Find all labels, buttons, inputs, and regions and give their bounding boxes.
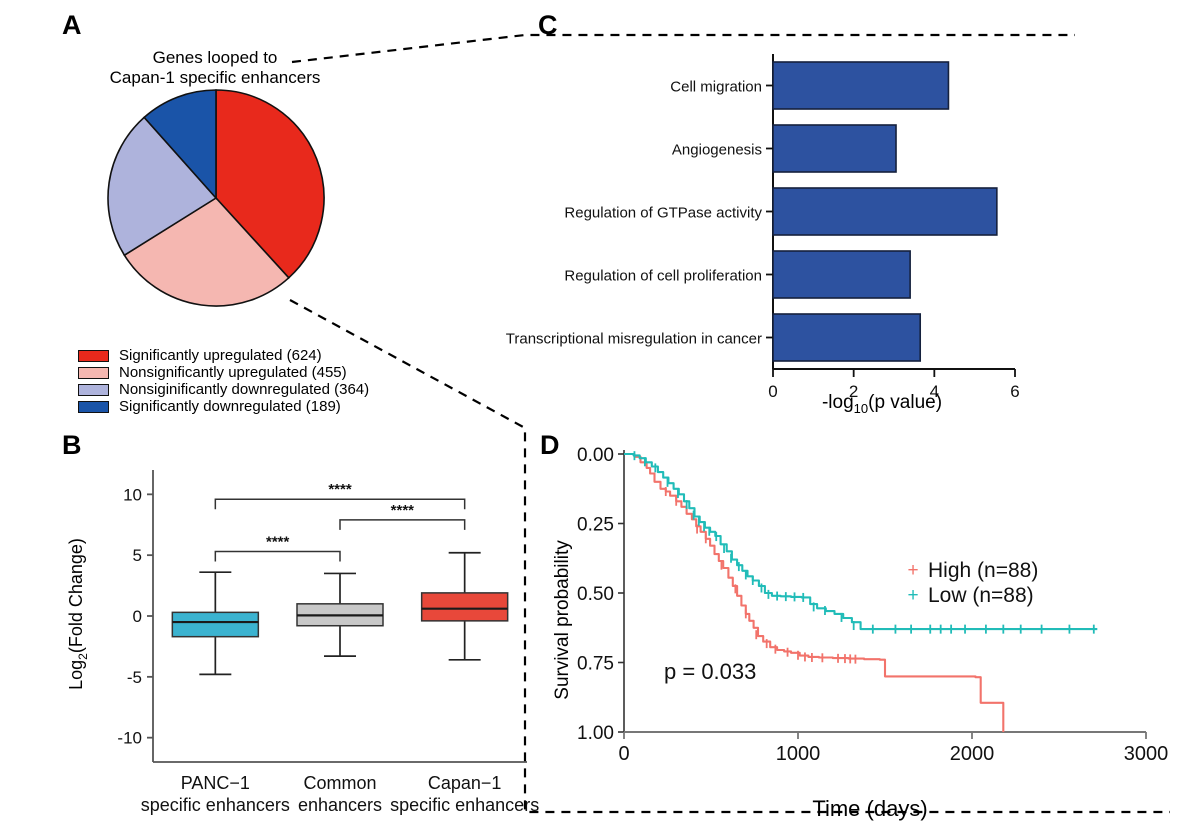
panel-b-y-tick-label: -10 <box>117 729 142 748</box>
panel-b-y-tick-label: -5 <box>127 668 142 687</box>
significance-label: **** <box>328 481 352 498</box>
panel-c-x-tick-label: 4 <box>930 382 939 401</box>
significance-bracket <box>214 498 466 510</box>
legend-label: Significantly downregulated (189) <box>119 398 341 415</box>
panel-c-category-label: Angiogenesis <box>672 142 762 159</box>
panel-c-bar <box>772 250 911 299</box>
panel-a-pie-chart <box>107 89 325 307</box>
legend-swatch <box>78 366 109 379</box>
pie-slice <box>123 196 290 307</box>
km-legend-marker: + <box>907 584 919 606</box>
panel-b-ylabel: Log2(Fold Change) <box>66 538 90 690</box>
panel-c-category-label: Transcriptional misregulation in cancer <box>506 331 762 348</box>
panel-c-bar <box>772 124 897 173</box>
panel-d-legend: + High (n=88) + Low (n=88) <box>905 558 1038 608</box>
panel-d-y-tick-label: 0.75 <box>577 654 614 675</box>
panel-d-x-tick-label: 3000 <box>1124 743 1169 765</box>
connector-to-panel-d <box>289 299 1170 814</box>
panel-letter-d: D <box>540 430 560 460</box>
panel-c-bar <box>772 187 998 236</box>
panel-c-xlabel-pre: -log <box>821 392 854 413</box>
panel-a-title-line2: Capan-1 specific enhancers <box>109 68 321 87</box>
panel-d-y-tick-label: 0.25 <box>577 515 614 536</box>
panel-c-x-tick-label: 2 <box>849 382 858 401</box>
panel-b-category-label: PANC−1 <box>181 773 250 793</box>
km-legend-label: Low (n=88) <box>928 584 1034 607</box>
panel-c-category-label: Regulation of GTPase activity <box>564 205 762 222</box>
panel-d-y-tick-label: 0.00 <box>577 445 614 466</box>
boxplot-box <box>171 611 260 638</box>
panel-d-x-tick-label: 2000 <box>950 743 995 765</box>
km-legend-label: High (n=88) <box>928 559 1039 582</box>
significance-label: **** <box>266 534 290 551</box>
pie-slice <box>143 89 217 201</box>
panel-c-xlabel: -log10(p value) <box>822 392 942 416</box>
panel-letter-a: A <box>62 10 82 40</box>
panel-c-xlabel-sub: 10 <box>853 400 869 416</box>
panel-b-category-label: Capan−1 <box>428 773 502 793</box>
panel-letter-c: C <box>538 10 558 40</box>
legend-item: Nonsignificantly upregulated (455) <box>78 364 369 381</box>
panel-c-category-label: Cell migration <box>670 79 762 96</box>
panel-a-title-line1: Genes looped to <box>152 48 278 67</box>
panel-b-y-tick-label: 10 <box>123 485 142 504</box>
panel-b-category-label: Common <box>303 773 376 793</box>
panel-b-category-label: enhancers <box>298 795 382 815</box>
panel-letter-b: B <box>62 430 82 460</box>
panel-b-y-tick-label: 0 <box>133 607 142 626</box>
significance-bracket <box>214 550 341 562</box>
legend-swatch <box>78 383 109 396</box>
pie-slice <box>107 116 218 257</box>
panel-b-category-label: specific enhancers <box>141 795 290 815</box>
significance-label: **** <box>391 502 415 519</box>
panel-c-bar <box>772 61 950 110</box>
legend-swatch <box>78 400 109 413</box>
km-legend-marker: + <box>907 559 919 581</box>
pie-slice <box>215 89 325 279</box>
legend-label: Nonsignificantly upregulated (455) <box>119 364 347 381</box>
legend-item: Significantly upregulated (624) <box>78 347 369 364</box>
legend-label: Significantly upregulated (624) <box>119 347 322 364</box>
panel-a-legend: Significantly upregulated (624)Nonsignif… <box>78 347 369 415</box>
panel-c-bar <box>772 313 922 362</box>
significance-bracket <box>339 519 466 530</box>
panel-d-ylabel: Survival probability <box>552 540 573 700</box>
panel-b-ylabel-post: (Fold Change) <box>66 538 87 654</box>
panel-b-category-label: specific enhancers <box>390 795 539 815</box>
panel-d-y-tick-label: 0.50 <box>577 584 614 605</box>
km-legend-item: + High (n=88) <box>905 558 1038 583</box>
panel-b-ylabel-sub: 2 <box>75 653 90 660</box>
panel-d-xlabel: Time (days) <box>812 796 928 821</box>
km-curve <box>624 452 1098 631</box>
panel-c-x-tick-label: 0 <box>768 382 777 401</box>
panel-c-category-label: Regulation of cell proliferation <box>564 268 762 285</box>
panel-d-km-plot: 1.00 0.75 0.50 0.25 0.00 0 1000 2000 3000 p = 0.0… <box>577 445 1169 765</box>
legend-label: Nonsiginificantly downregulated (364) <box>119 381 370 398</box>
panel-b-y-tick-label: 5 <box>133 546 142 565</box>
panel-d-x-tick-label: 0 <box>618 743 629 765</box>
panel-c-xlabel-post: (p value) <box>868 392 943 413</box>
panel-d-pvalue: p = 0.033 <box>664 659 756 684</box>
legend-swatch <box>78 349 109 362</box>
legend-item: Significantly downregulated (189) <box>78 398 369 415</box>
panel-d-y-tick-label: 1.00 <box>577 723 614 744</box>
km-legend-item: + Low (n=88) <box>905 583 1038 608</box>
panel-c-x-tick-label: 6 <box>1010 382 1019 401</box>
panel-d-x-tick-label: 1000 <box>776 743 821 765</box>
panel-b-ylabel-pre: Log <box>66 659 87 690</box>
legend-item: Nonsiginificantly downregulated (364) <box>78 381 369 398</box>
boxplot-box <box>420 592 509 622</box>
